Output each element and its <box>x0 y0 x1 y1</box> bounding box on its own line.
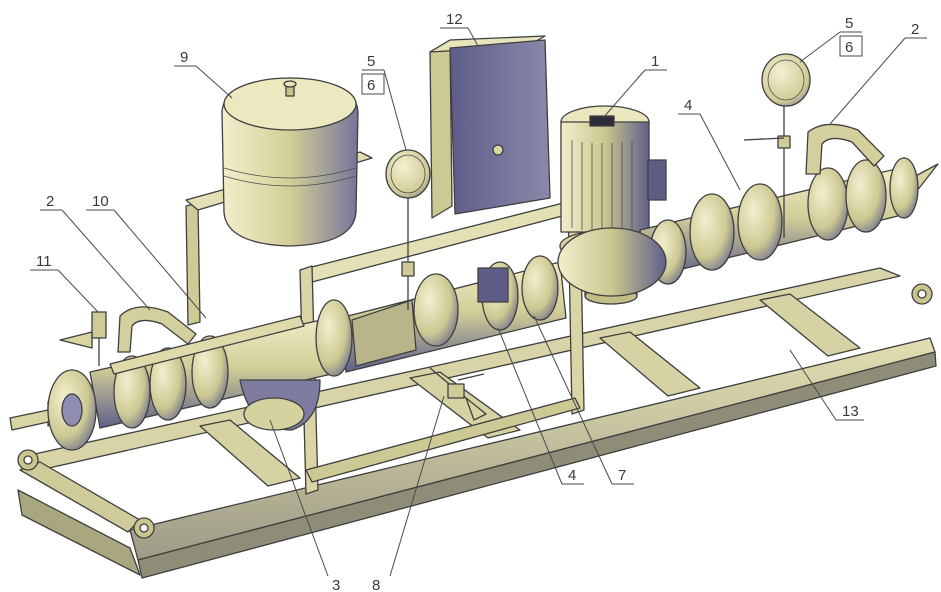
callout-5-right-label: 5 <box>845 15 853 32</box>
drain-valve <box>429 367 487 421</box>
callout-2-right: 2 <box>829 21 927 125</box>
callout-2-right-label: 2 <box>911 21 919 38</box>
flange-valve-right-d <box>845 159 887 233</box>
callout-7: 7 <box>533 315 634 485</box>
callout-1: 1 <box>602 53 667 119</box>
cross-member-1 <box>199 419 301 487</box>
lifting-lug-left <box>17 449 39 471</box>
bypass-pipe <box>109 315 305 375</box>
front-long-beam-lower <box>137 351 937 579</box>
cabinet-side <box>429 39 453 219</box>
callout-7-label: 7 <box>618 467 626 484</box>
pressure-gauge-right <box>743 53 811 238</box>
control-cabinet <box>429 35 551 219</box>
callout-4-right: 4 <box>678 97 741 191</box>
flange-strainer-a <box>191 335 229 409</box>
callout-4-bottom: 4 <box>497 327 584 485</box>
base-frame <box>17 267 937 579</box>
valve-handle-right <box>805 123 885 175</box>
front-rail <box>17 489 141 576</box>
callout-11-label: 11 <box>36 253 52 270</box>
callout-3-label: 3 <box>332 577 340 592</box>
callout-1-label: 1 <box>651 53 659 70</box>
callout-5-left-label: 5 <box>367 53 375 70</box>
valve-handle-left <box>117 306 197 353</box>
cabinet-handle <box>492 144 504 156</box>
main-pipeline <box>9 157 939 451</box>
callout-2-left-label: 2 <box>46 193 54 210</box>
flange-valve-left-b <box>149 347 187 421</box>
cross-member-4 <box>759 293 861 357</box>
callout-6-left-label: 6 <box>367 77 375 94</box>
callout-9-label: 9 <box>180 49 188 66</box>
callout-8: 8 <box>372 395 445 592</box>
reducer-cone <box>351 299 417 367</box>
callout-12: 12 <box>440 11 479 47</box>
pump-volute <box>557 227 667 297</box>
callout-13: 13 <box>789 349 864 421</box>
callout-8-label: 8 <box>372 577 380 592</box>
flange-reducer <box>413 273 459 347</box>
cabinet-door <box>449 39 551 215</box>
callout-10-label: 10 <box>92 193 109 210</box>
frame-post-left-back <box>185 202 201 326</box>
callout-4-bottom-label: 4 <box>568 467 576 484</box>
callout-13-label: 13 <box>842 403 859 420</box>
callout-10: 10 <box>86 193 207 319</box>
callout-5-6-right: 5 6 <box>799 15 863 63</box>
callout-2-left: 2 <box>40 193 151 311</box>
flange-valve-right-c <box>807 167 849 241</box>
terminal-box <box>647 159 667 201</box>
flange-valve-right-a <box>689 193 735 271</box>
callout-12-label: 12 <box>446 11 463 28</box>
flange-pump-suction <box>521 255 559 321</box>
callout-9: 9 <box>174 49 233 99</box>
callout-5-6-left: 5 6 <box>361 53 407 151</box>
lifting-lug-front <box>133 517 155 539</box>
callout-labels: 1 2 2 3 4 4 <box>30 11 927 592</box>
motor-nameplate <box>589 115 615 127</box>
expansion-tank <box>221 77 359 247</box>
check-valve-box <box>477 267 509 303</box>
callout-11: 11 <box>30 253 99 313</box>
flange-outlet <box>889 157 919 219</box>
cross-member-3 <box>599 331 701 397</box>
flange-valve-right-b <box>737 183 783 261</box>
callout-6-right-label: 6 <box>845 39 853 56</box>
lifting-lug-right <box>911 283 933 305</box>
frame-lower-rail <box>305 397 581 483</box>
pressure-gauge-left <box>385 149 431 310</box>
callout-4-right-label: 4 <box>684 97 692 114</box>
callout-3: 3 <box>269 419 340 592</box>
air-vent-valve <box>59 311 107 366</box>
flange-strainer-b <box>315 299 353 377</box>
